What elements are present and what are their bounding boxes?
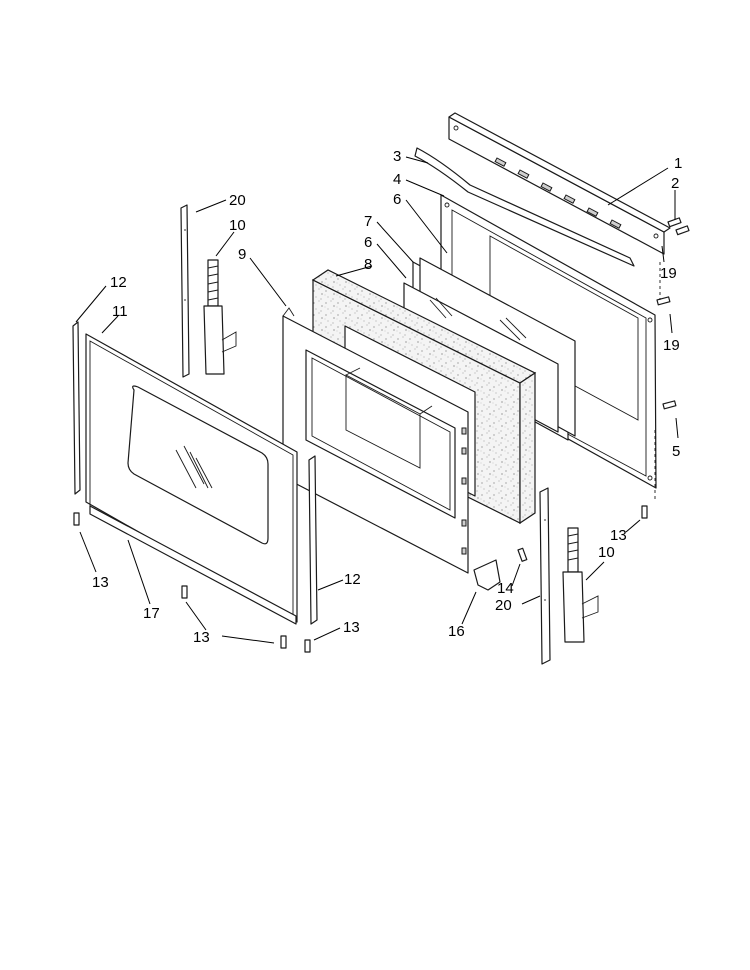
guide-lines (654, 262, 661, 500)
callout-2: 2 (671, 175, 679, 192)
callout-3: 3 (393, 148, 401, 165)
callout-20-left: 20 (229, 192, 246, 209)
screw-19 (656, 296, 671, 306)
callout-13-right: 13 (610, 527, 627, 544)
hinge-channel-right (539, 487, 551, 665)
screw-13-right (641, 505, 648, 519)
hinge-bracket (473, 559, 501, 591)
callout-7: 7 (364, 213, 372, 230)
callout-12-left: 12 (110, 274, 127, 291)
callout-8: 8 (364, 256, 372, 273)
screw-13-mid (181, 585, 188, 599)
callout-20-right: 20 (495, 597, 512, 614)
screw-2-top (667, 217, 690, 236)
callout-10-left: 10 (229, 217, 246, 234)
callout-14: 14 (497, 580, 514, 597)
callout-9: 9 (238, 246, 246, 263)
callout-10-right: 10 (598, 544, 615, 561)
hinge-right (562, 527, 599, 643)
callouts: 1 2 3 4 6 7 6 8 9 19 19 5 20 10 12 11 13… (92, 148, 682, 646)
side-trim-right (308, 455, 318, 625)
screw-14 (517, 547, 528, 562)
outer-door-panel (85, 333, 298, 623)
callout-13-left: 13 (92, 574, 109, 591)
callout-1: 1 (674, 155, 682, 172)
screw-13-left (73, 512, 80, 526)
callout-12-right: 12 (344, 571, 361, 588)
callout-16: 16 (448, 623, 465, 640)
callout-4: 4 (393, 171, 401, 188)
callout-5: 5 (672, 443, 680, 460)
screw-13-bottom (280, 635, 287, 649)
callout-13-bottom: 13 (343, 619, 360, 636)
callout-13-mid: 13 (193, 629, 210, 646)
bottom-trim (89, 505, 297, 625)
callout-19-mid: 19 (663, 337, 680, 354)
screw-13-bottom-right (304, 639, 311, 653)
callout-19-top: 19 (660, 265, 677, 282)
side-trim-left (72, 321, 81, 495)
callout-6-top: 6 (393, 191, 401, 208)
door-liner (282, 307, 469, 574)
screws (73, 217, 690, 653)
callout-11: 11 (112, 303, 128, 320)
callout-6-mid: 6 (364, 234, 372, 251)
hinge-left (203, 259, 237, 375)
hinge-channel-left (180, 204, 190, 378)
top-vent-trim (448, 112, 671, 255)
callout-17: 17 (143, 605, 160, 622)
leader-lines (75, 156, 679, 644)
screw-5 (662, 400, 677, 410)
